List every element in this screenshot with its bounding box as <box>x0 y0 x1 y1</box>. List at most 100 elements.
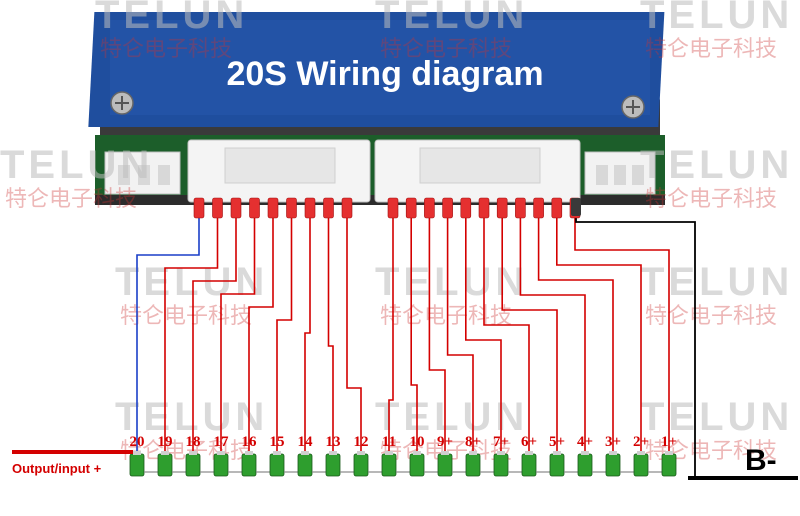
watermark-brand: TELUN <box>640 260 793 304</box>
cell-label: 11 <box>382 434 396 450</box>
cell-label: 7+ <box>493 434 509 450</box>
cell-terminal <box>357 451 365 455</box>
balance-wire <box>501 215 558 452</box>
cell-terminal <box>301 451 309 455</box>
cell-label: 2+ <box>633 434 649 450</box>
cell-terminal <box>497 451 505 455</box>
watermark-company: 特仑电子科技 <box>100 37 232 62</box>
watermark-brand: TELUN <box>115 395 268 439</box>
cell-label: 20 <box>130 434 145 450</box>
cell-terminal <box>329 451 337 455</box>
battery-cell <box>129 453 145 477</box>
cell-label: 4+ <box>577 434 593 450</box>
battery-cell <box>409 453 425 477</box>
cell-label: 13 <box>326 434 341 450</box>
connector-pin <box>212 197 223 219</box>
battery-cells <box>129 451 677 477</box>
watermark-company: 特仑电子科技 <box>645 187 777 212</box>
cell-label: 1+ <box>661 434 677 450</box>
watermark-brand: TELUN <box>375 395 528 439</box>
battery-cell <box>437 453 453 477</box>
cell-terminal <box>133 451 141 455</box>
watermark-company: 特仑电子科技 <box>645 304 777 329</box>
cell-terminal <box>525 451 533 455</box>
battery-cell <box>493 453 509 477</box>
cell-label: 14 <box>298 434 314 450</box>
cell-label: 9+ <box>437 434 453 450</box>
balance-wire <box>446 215 474 452</box>
connector-pin <box>478 197 490 219</box>
balance-wire <box>410 215 418 452</box>
battery-cell <box>241 453 257 477</box>
watermark-brand: TELUN <box>640 143 793 187</box>
cell-label: 12 <box>354 434 369 450</box>
connector-pin <box>267 197 279 219</box>
balance-wire <box>276 215 293 452</box>
battery-cell <box>157 453 173 477</box>
balance-wire <box>537 215 614 452</box>
balance-wire <box>327 215 334 452</box>
balance-wire <box>164 215 219 452</box>
battery-cell <box>325 453 341 477</box>
battery-cell <box>297 453 313 477</box>
balance-wire <box>192 215 237 452</box>
watermark-brand: TELUN <box>0 143 153 187</box>
cell-label: 8+ <box>465 434 481 450</box>
watermark-layer: TELUN特仑电子科技TELUN特仑电子科技TELUN特仑电子科技TELUN特仑… <box>0 0 793 464</box>
balance-wire <box>346 215 362 452</box>
watermark-company: 特仑电子科技 <box>380 37 512 62</box>
cell-terminal <box>217 451 225 455</box>
output-label: Output/input + <box>12 461 102 476</box>
watermark-brand: TELUN <box>115 260 268 304</box>
battery-cell <box>465 453 481 477</box>
cell-terminal <box>609 451 617 455</box>
cell-terminal <box>273 451 281 455</box>
bminus-label: B- <box>745 444 777 477</box>
watermark-brand: TELUN <box>375 0 528 37</box>
cell-terminal <box>245 451 253 455</box>
connector-pin <box>460 197 472 219</box>
connector-pin <box>341 197 353 219</box>
side-connector-right <box>584 151 656 195</box>
watermark-company: 特仑电子科技 <box>645 37 777 62</box>
cell-label: 3+ <box>605 434 621 450</box>
connector-pin <box>515 197 526 219</box>
watermark-brand: TELUN <box>640 395 793 439</box>
connector-pins <box>193 197 581 219</box>
battery-cell <box>549 453 565 477</box>
connector-pin <box>304 197 316 219</box>
side-connector-left <box>104 151 181 195</box>
connector-pin <box>424 197 435 219</box>
cell-label: 15 <box>270 434 285 450</box>
cell-label: 17 <box>214 434 230 450</box>
watermark-brand: TELUN <box>95 0 248 37</box>
connector-pin <box>405 197 417 219</box>
balance-wire <box>388 215 394 452</box>
cell-terminal <box>553 451 561 455</box>
connector-pin <box>496 197 508 219</box>
connector-pin <box>193 197 205 219</box>
wire-harness <box>136 212 696 478</box>
watermark-brand: TELUN <box>375 260 528 304</box>
connector-pin <box>551 197 563 219</box>
watermark-company: 特仑电子科技 <box>120 304 252 329</box>
balance-wire <box>136 215 200 452</box>
battery-cell <box>633 453 649 477</box>
cell-terminal <box>189 451 197 455</box>
cell-label: 18 <box>186 434 201 450</box>
balance-wire <box>248 215 274 452</box>
balance-wire <box>556 215 642 452</box>
cell-label: 6+ <box>521 434 537 450</box>
cell-terminal <box>637 451 645 455</box>
balance-wire <box>519 215 586 452</box>
battery-cell <box>185 453 201 477</box>
watermark-brand: TELUN <box>640 0 793 37</box>
cell-terminal <box>385 451 393 455</box>
cell-terminal <box>441 451 449 455</box>
balance-wire <box>465 215 502 452</box>
balance-wire <box>220 215 256 452</box>
battery-cell <box>605 453 621 477</box>
cell-terminal <box>581 451 589 455</box>
watermark-company: 特仑电子科技 <box>5 187 137 212</box>
